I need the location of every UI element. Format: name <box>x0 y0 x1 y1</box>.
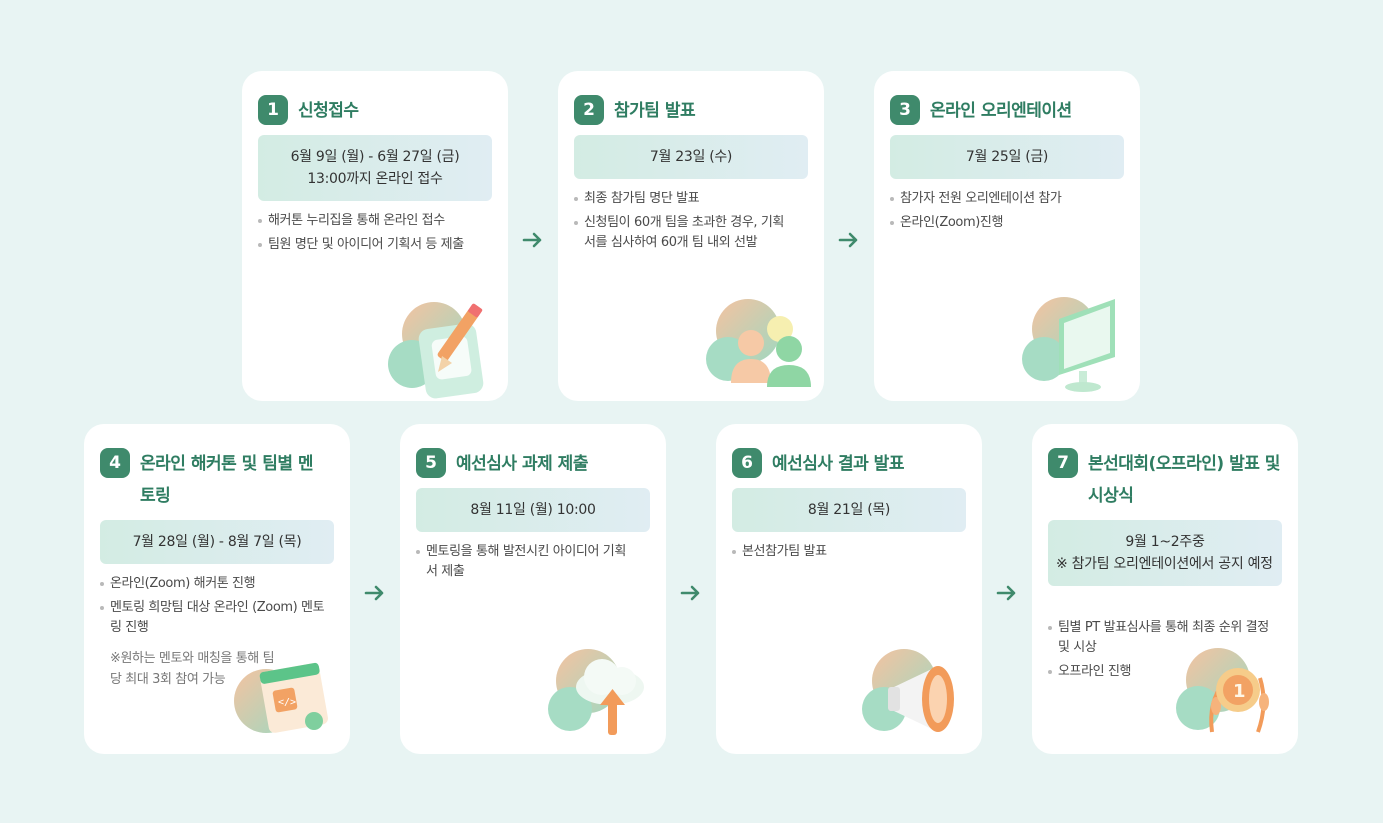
detail-item: 해커톤 누리집을 통해 온라인 접수 <box>256 211 486 231</box>
step-number: 6 <box>732 448 762 478</box>
step-header: 1 신청접수 <box>258 95 498 127</box>
detail-item: 멘토링 희망팀 대상 온라인 (Zoom) 멘토링 진행 <box>98 598 332 638</box>
step-title: 온라인 해커톤 및 팀별 멘토링 <box>140 454 314 506</box>
cloud-upload-icon <box>548 649 644 735</box>
detail-item: 온라인(Zoom) 해커톤 진행 <box>98 574 332 594</box>
detail-item: 멘토링을 통해 발전시킨 아이디어 기획서 제출 <box>414 542 636 582</box>
megaphone-icon <box>862 649 954 732</box>
medal-icon: 1 <box>1176 648 1269 733</box>
step-card-4: 4 온라인 해커톤 및 팀별 멘토링 7월 28일 (월) - 8월 7일 (목… <box>84 424 350 754</box>
svg-text:</>: </> <box>278 697 296 708</box>
step-date: 9월 1~2주중 ※ 참가팀 오리엔테이션에서 공지 예정 <box>1048 520 1282 586</box>
step-date: 8월 11일 (월) 10:00 <box>416 488 650 532</box>
date-line: 8월 21일 (목) <box>807 502 891 518</box>
step-header: 3 온라인 오리엔테이션 <box>890 95 1130 127</box>
step-header: 7 본선대회(오프라인) 발표 및 시상식 <box>1048 448 1288 512</box>
step-details: 팀별 PT 발표심사를 통해 최종 순위 결정 및 시상 오프라인 진행 <box>1046 618 1280 686</box>
step-title: 온라인 오리엔테이션 <box>930 101 1072 121</box>
step-details: 본선참가팀 발표 <box>730 542 964 566</box>
step-card-2: 2 참가팀 발표 7월 23일 (수) 최종 참가팀 명단 발표 신청팀이 60… <box>558 71 824 401</box>
detail-item: 본선참가팀 발표 <box>730 542 964 562</box>
step-header: 4 온라인 해커톤 및 팀별 멘토링 <box>100 448 340 512</box>
step-header: 5 예선심사 과제 제출 <box>416 448 656 480</box>
mentoring-note: ※원하는 멘토와 매칭을 통해 팀당 최대 3회 참여 가능 <box>110 651 275 687</box>
arrow-right-icon <box>996 585 1016 601</box>
date-line: 7월 28일 (월) - 8월 7일 (목) <box>132 534 302 550</box>
step-date: 8월 21일 (목) <box>732 488 966 532</box>
detail-item: 오프라인 진행 <box>1046 662 1280 682</box>
step-number: 4 <box>100 448 130 478</box>
step-details: 온라인(Zoom) 해커톤 진행 멘토링 희망팀 대상 온라인 (Zoom) 멘… <box>98 574 332 642</box>
arrow-right-icon <box>680 585 700 601</box>
date-line: 13:00까지 온라인 접수 <box>307 171 443 187</box>
step-number: 1 <box>258 95 288 125</box>
date-line: ※ 참가팀 오리엔테이션에서 공지 예정 <box>1056 556 1273 572</box>
step-title: 신청접수 <box>298 101 359 121</box>
step-header: 6 예선심사 결과 발표 <box>732 448 972 480</box>
date-line: 6월 9일 (월) - 6월 27일 (금) <box>290 149 460 165</box>
code-window-icon: </> <box>234 662 328 733</box>
step-date: 7월 23일 (수) <box>574 135 808 179</box>
arrow-right-icon <box>838 232 858 248</box>
date-line: 8월 11일 (월) 10:00 <box>470 502 596 518</box>
step-date: 7월 28일 (월) - 8월 7일 (목) <box>100 520 334 564</box>
step-number: 2 <box>574 95 604 125</box>
step-number: 3 <box>890 95 920 125</box>
step-card-5: 5 예선심사 과제 제출 8월 11일 (월) 10:00 멘토링을 통해 발전… <box>400 424 666 754</box>
step-title: 예선심사 결과 발표 <box>772 454 904 474</box>
step-date: 6월 9일 (월) - 6월 27일 (금) 13:00까지 온라인 접수 <box>258 135 492 201</box>
date-line: 7월 25일 (금) <box>965 149 1049 165</box>
step-title: 참가팀 발표 <box>614 101 696 121</box>
step-details: 해커톤 누리집을 통해 온라인 접수 팀원 명단 및 아이디어 기획서 등 제출 <box>256 211 486 259</box>
date-line: 9월 1~2주중 <box>1125 534 1205 550</box>
arrow-right-icon <box>522 232 542 248</box>
step-header: 2 참가팀 발표 <box>574 95 814 127</box>
step-number: 5 <box>416 448 446 478</box>
detail-item: 참가자 전원 오리엔테이션 참가 <box>888 189 1122 209</box>
step-date: 7월 25일 (금) <box>890 135 1124 179</box>
step-card-7: 7 본선대회(오프라인) 발표 및 시상식 9월 1~2주중 ※ 참가팀 오리엔… <box>1032 424 1298 754</box>
arrow-right-icon <box>364 585 384 601</box>
step-details: 멘토링을 통해 발전시킨 아이디어 기획서 제출 <box>414 542 636 586</box>
detail-item: 온라인(Zoom)진행 <box>888 213 1122 233</box>
detail-item: 최종 참가팀 명단 발표 <box>572 189 794 209</box>
date-line: 7월 23일 (수) <box>649 149 733 165</box>
detail-item: 팀별 PT 발표심사를 통해 최종 순위 결정 및 시상 <box>1046 618 1280 658</box>
step-details: 최종 참가팀 명단 발표 신청팀이 60개 팀을 초과한 경우, 기획서를 심사… <box>572 189 794 257</box>
svg-text:1: 1 <box>1233 681 1246 702</box>
step-card-1: 1 신청접수 6월 9일 (월) - 6월 27일 (금) 13:00까지 온라… <box>242 71 508 401</box>
step-number: 7 <box>1048 448 1078 478</box>
step-title: 본선대회(오프라인) 발표 및 시상식 <box>1088 454 1280 506</box>
step-details: 참가자 전원 오리엔테이션 참가 온라인(Zoom)진행 <box>888 189 1122 237</box>
monitor-icon <box>1022 297 1115 392</box>
step-title: 예선심사 과제 제출 <box>456 454 588 474</box>
step-card-6: 6 예선심사 결과 발표 8월 21일 (목) 본선참가팀 발표 <box>716 424 982 754</box>
step-card-3: 3 온라인 오리엔테이션 7월 25일 (금) 참가자 전원 오리엔테이션 참가… <box>874 71 1140 401</box>
detail-item: 팀원 명단 및 아이디어 기획서 등 제출 <box>256 235 486 255</box>
detail-item: 신청팀이 60개 팀을 초과한 경우, 기획서를 심사하여 60개 팀 내외 선… <box>572 213 794 253</box>
team-icon <box>706 299 811 387</box>
pencil-icon <box>388 302 484 399</box>
